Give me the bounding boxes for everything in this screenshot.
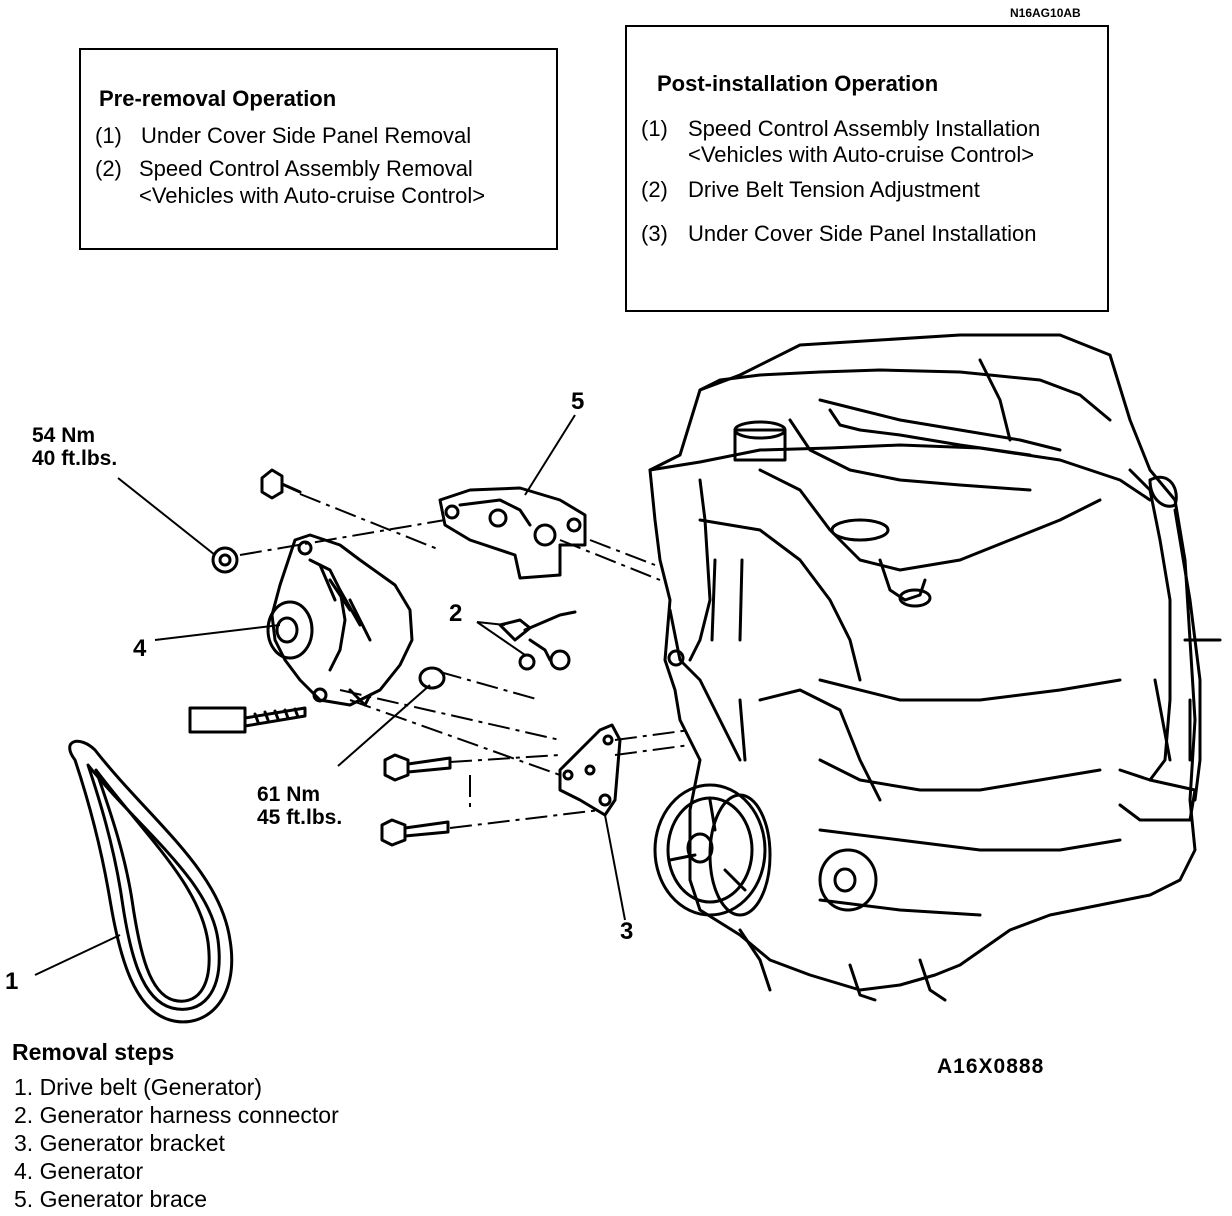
item-text: Speed Control Assembly Removal [139, 156, 473, 181]
pre-removal-item: (1) Under Cover Side Panel Removal [95, 122, 555, 152]
drive-belt-drawing [68, 739, 234, 1024]
item-text: Under Cover Side Panel Removal [141, 123, 472, 148]
torque-upper-nm: 54 Nm [32, 424, 96, 447]
callout-1: 1 [5, 968, 19, 995]
post-installation-item: (2) Drive Belt Tension Adjustment [641, 176, 1101, 206]
item-number: (1) [95, 123, 122, 148]
leader-1 [34, 934, 121, 976]
item-text: Drive Belt Tension Adjustment [688, 177, 980, 202]
document-code: N16AG10AB [1010, 6, 1081, 20]
nut-drawing [418, 666, 446, 690]
removal-step: 2. Generator harness connector [14, 1102, 339, 1128]
torque-lower-nm: 61 Nm [257, 783, 321, 806]
generator-brace-drawing [438, 486, 587, 580]
upper-bolts-drawing [211, 468, 302, 574]
post-installation-item: (3) Under Cover Side Panel Installation [641, 220, 1101, 250]
generator-bracket-drawing [558, 723, 622, 817]
torque-lower-ftlbs: 45 ft.lbs. [257, 806, 343, 829]
lower-bolts-drawing [380, 753, 452, 847]
callout-2: 2 [449, 600, 463, 627]
item-text: Under Cover Side Panel Installation [688, 221, 1037, 246]
leader-5 [524, 414, 576, 496]
removal-steps-title: Removal steps [12, 1039, 175, 1065]
removal-step: 4. Generator [14, 1158, 144, 1184]
post-installation-title: Post-installation Operation [657, 71, 939, 96]
pre-removal-box: Pre-removal Operation (1) Under Cover Si… [79, 48, 558, 250]
engine-block-drawing [648, 333, 1222, 1002]
generator-drawing [266, 533, 414, 707]
torque-upper-ftlbs: 40 ft.lbs. [32, 447, 118, 470]
removal-step: 1. Drive belt (Generator) [14, 1074, 262, 1100]
leader-54nm [117, 477, 216, 556]
leader-61nm [337, 684, 431, 767]
item-number: (1) [641, 116, 668, 141]
item-number: (2) [641, 177, 668, 202]
item-number: (2) [95, 156, 122, 181]
leader-2b [476, 621, 506, 626]
leader-4 [154, 624, 281, 641]
figure-code: A16X0888 [937, 1055, 1045, 1078]
adjusting-bolt-drawing [188, 706, 307, 734]
post-installation-item: (1) Speed Control Assembly Installation … [641, 115, 1101, 173]
callout-5: 5 [571, 388, 585, 415]
item-text: Speed Control Assembly Installation [688, 116, 1041, 141]
item-number: (3) [641, 221, 668, 246]
post-installation-box: Post-installation Operation (1) Speed Co… [625, 25, 1109, 312]
leader-2a [476, 621, 526, 656]
item-text-line2: <Vehicles with Auto-cruise Control> [139, 183, 486, 208]
removal-step: 5. Generator brace [14, 1186, 208, 1212]
pre-removal-title: Pre-removal Operation [99, 86, 337, 111]
pre-removal-item: (2) Speed Control Assembly Removal <Vehi… [95, 155, 555, 213]
item-text-line2: <Vehicles with Auto-cruise Control> [688, 142, 1035, 167]
callout-4: 4 [133, 635, 147, 662]
callout-3: 3 [620, 918, 634, 945]
leader-3 [604, 814, 626, 921]
harness-connector-drawing [498, 610, 577, 671]
removal-step: 3. Generator bracket [14, 1130, 225, 1156]
